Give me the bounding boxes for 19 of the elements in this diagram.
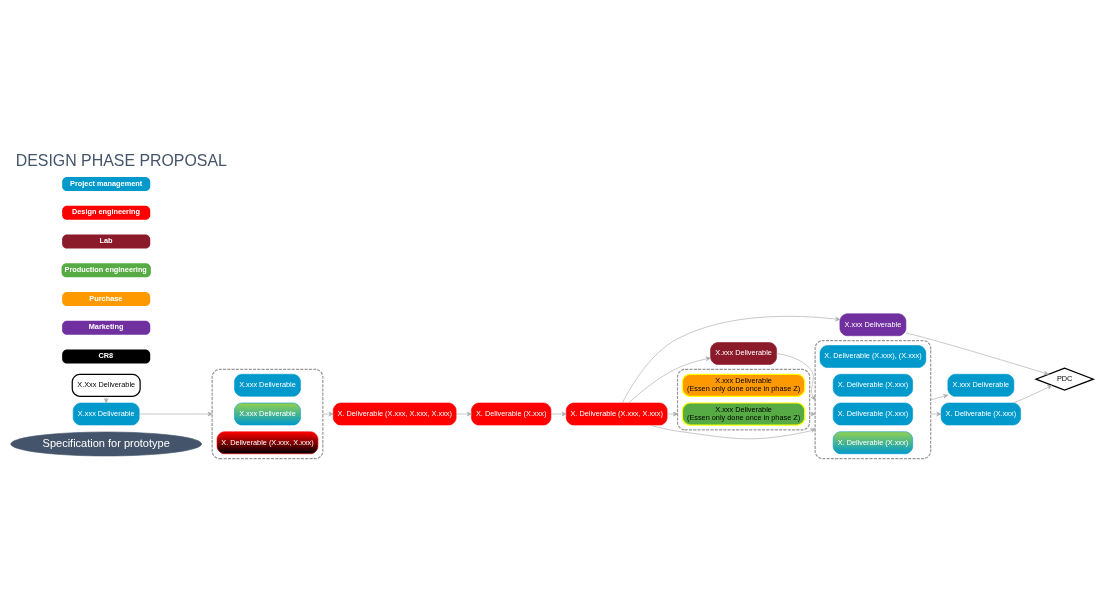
arrow <box>322 411 334 417</box>
cluster <box>814 340 932 460</box>
arrow <box>456 411 472 417</box>
arrow <box>930 394 949 401</box>
arrow <box>905 332 1049 376</box>
arrow <box>628 356 711 404</box>
arrow <box>1012 385 1053 404</box>
node-ellipse: Specification for prototype <box>10 431 202 457</box>
arrow <box>103 396 109 404</box>
arrow <box>666 411 678 417</box>
cluster <box>211 368 324 460</box>
arrow <box>809 411 816 417</box>
arrow <box>139 411 213 417</box>
arrow <box>776 353 816 401</box>
arrow <box>930 411 942 417</box>
arrow <box>622 316 841 404</box>
arrow <box>550 411 567 417</box>
arrow <box>649 424 816 440</box>
diagram-title: DESIGN PHASE PROPOSAL <box>15 151 227 169</box>
